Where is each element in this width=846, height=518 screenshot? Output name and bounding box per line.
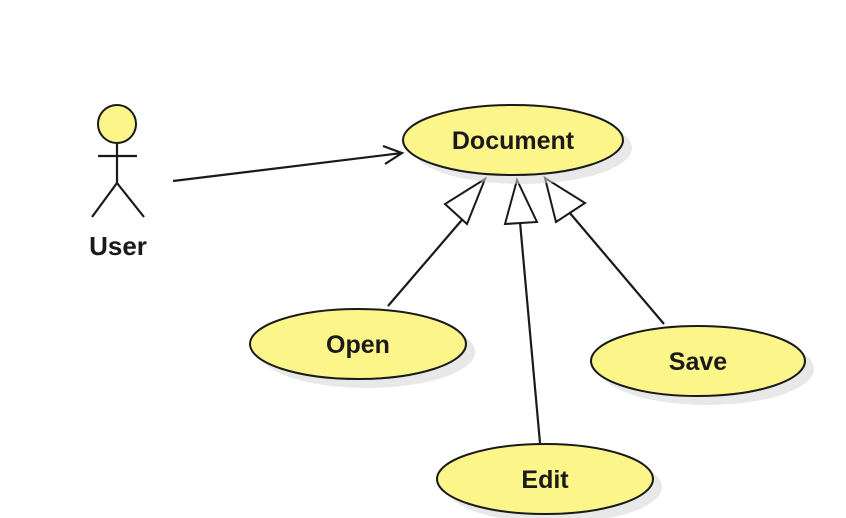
- actor-left-leg: [91, 182, 118, 218]
- generalization-triangle-open: [443, 176, 488, 226]
- use-case-ellipse: [249, 308, 467, 380]
- use-case-label-save: Save: [669, 348, 727, 376]
- use-case-ellipse: [590, 325, 806, 397]
- use-case-label-edit: Edit: [521, 466, 569, 494]
- generalization-line-edit: [518, 221, 542, 444]
- generalization-edit-document[interactable]: [503, 177, 542, 444]
- association-arrowhead: [382, 144, 405, 165]
- association-line: [172, 151, 403, 183]
- use-case-label-document: Document: [452, 127, 575, 155]
- generalization-save-document[interactable]: [543, 175, 665, 325]
- use-case-ellipse: [436, 443, 654, 515]
- generalization-triangle-edit: [503, 177, 539, 226]
- actor-right-leg: [116, 182, 145, 218]
- generalization-line-save: [568, 211, 665, 325]
- use-case-ellipse: [402, 104, 624, 176]
- use-case-edit[interactable]: Edit: [436, 443, 662, 518]
- use-case-open[interactable]: Open: [249, 308, 475, 388]
- generalization-triangle-save: [543, 175, 587, 224]
- use-case-label-open: Open: [326, 331, 390, 359]
- actor-head: [97, 104, 137, 144]
- association-user-document[interactable]: [172, 144, 405, 183]
- generalization-open-document[interactable]: [387, 176, 488, 307]
- use-case-save[interactable]: Save: [590, 325, 814, 405]
- use-case-document[interactable]: Document: [402, 104, 632, 184]
- actor-label: User: [89, 231, 147, 261]
- actor-user[interactable]: User: [89, 104, 147, 261]
- generalization-line-open: [387, 213, 468, 307]
